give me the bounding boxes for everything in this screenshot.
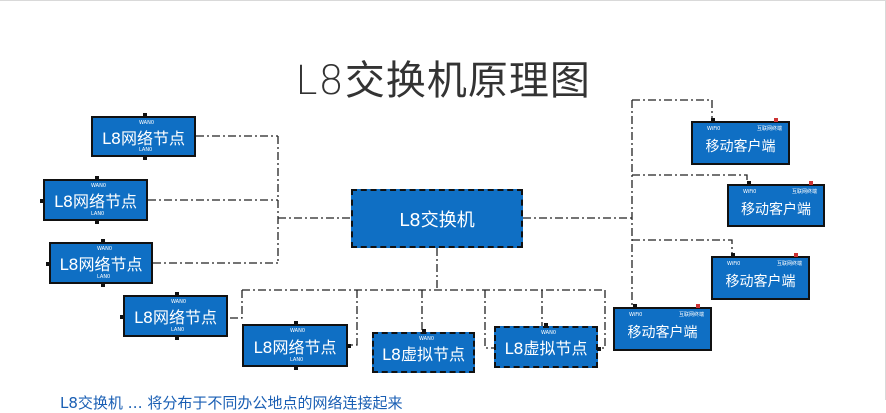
port-icon [175, 292, 179, 296]
mobile-client-3[interactable]: WiFi0 互联网终端 移动客户端 [711, 253, 810, 300]
port-icon [46, 262, 50, 266]
wan-port-label: WAN0 [419, 336, 435, 342]
port-icon [731, 253, 735, 257]
port-icon [711, 118, 715, 122]
port-icon [809, 181, 813, 185]
port-icon [175, 336, 179, 340]
node-label: L8虚拟节点 [504, 339, 588, 358]
wan-port-label: WAN0 [541, 330, 557, 336]
port-icon [40, 199, 44, 203]
port-icon [696, 304, 700, 308]
node-label: L8网络节点 [101, 128, 186, 148]
switch-label: L8交换机 [399, 209, 475, 231]
connector-lines [148, 99, 748, 349]
node-label: L8网络节点 [53, 192, 138, 211]
wan-port-label: WAN0 [171, 299, 187, 305]
client-label: 移动客户端 [725, 274, 796, 290]
port-icon [95, 176, 99, 180]
network-node-4[interactable]: WAN0 L8网络节点 LAN0 [120, 292, 228, 340]
connector-line [632, 174, 748, 183]
client-label: 移动客户端 [741, 201, 811, 218]
connector-line [484, 290, 494, 349]
port-icon [294, 321, 298, 325]
wifi-label: WiFi0 [629, 312, 643, 318]
port-icon [633, 304, 637, 308]
wan-port-label: WAN0 [290, 328, 306, 334]
switch-box[interactable]: L8交换机 [351, 189, 523, 248]
footer-caption: L8交换机 … 将分布于不同办公地点的网络连接起来 [60, 394, 403, 412]
port-icon [794, 253, 798, 257]
node-label: L8网络节点 [133, 308, 218, 327]
network-node-5[interactable]: WAN0 L8网络节点 LAN0 [242, 321, 351, 370]
wan-port-label: WAN0 [139, 120, 155, 126]
node-label: L8网络节点 [253, 337, 337, 357]
wifi-label: WiFi0 [727, 261, 741, 267]
lan-port-label: LAN0 [91, 211, 105, 217]
wifi-label: WiFi0 [743, 189, 757, 195]
wan-port-label: WAN0 [91, 183, 107, 189]
mobile-client-1[interactable]: WiFi0 互联网终端 移动客户端 [691, 118, 790, 165]
port-icon [747, 181, 751, 185]
port-icon [143, 113, 147, 117]
virtual-node-2[interactable]: WAN0 L8虚拟节点 [494, 323, 601, 368]
client-label: 移动客户端 [705, 139, 776, 155]
mobile-client-4[interactable]: WiFi0 互联网终端 移动客户端 [613, 304, 712, 351]
port-icon [294, 366, 298, 370]
port-icon [774, 118, 778, 122]
wifi-label: WiFi0 [707, 126, 721, 132]
port-icon [422, 329, 426, 333]
port-icon [597, 347, 601, 351]
terminal-tag: 互联网终端 [776, 261, 802, 267]
lan-port-label: LAN0 [171, 327, 185, 333]
connector-line [228, 290, 243, 319]
diagram-title: L8交换机原理图 [295, 58, 591, 104]
client-label: 移动客户端 [627, 325, 698, 341]
terminal-tag: 互联网终端 [791, 189, 817, 195]
virtual-node-1[interactable]: WAN0 L8虚拟节点 [372, 329, 475, 373]
connector-line [598, 290, 606, 349]
port-icon [120, 315, 124, 319]
lan-port-label: LAN0 [139, 147, 153, 153]
port-icon [347, 344, 351, 348]
lan-port-label: LAN0 [97, 274, 111, 280]
port-icon [544, 323, 548, 327]
network-node-2[interactable]: WAN0 L8网络节点 LAN0 [40, 176, 148, 224]
mobile-client-2[interactable]: WiFi0 互联网终端 移动客户端 [727, 181, 825, 227]
port-icon [101, 239, 105, 243]
port-icon [95, 220, 99, 224]
lan-port-label: LAN0 [290, 357, 304, 363]
connector-line [632, 239, 733, 255]
port-icon [101, 283, 105, 287]
network-node-1[interactable]: WAN0 L8网络节点 LAN0 [91, 113, 196, 160]
connector-line [632, 99, 713, 120]
port-icon [143, 156, 147, 160]
network-node-3[interactable]: WAN0 L8网络节点 LAN0 [46, 239, 153, 287]
connector-line [348, 290, 358, 346]
node-label: L8网络节点 [59, 255, 143, 274]
node-label: L8虚拟节点 [381, 344, 466, 364]
wan-port-label: WAN0 [97, 246, 113, 252]
terminal-tag: 互联网终端 [678, 312, 704, 318]
terminal-tag: 互联网终端 [756, 126, 782, 132]
